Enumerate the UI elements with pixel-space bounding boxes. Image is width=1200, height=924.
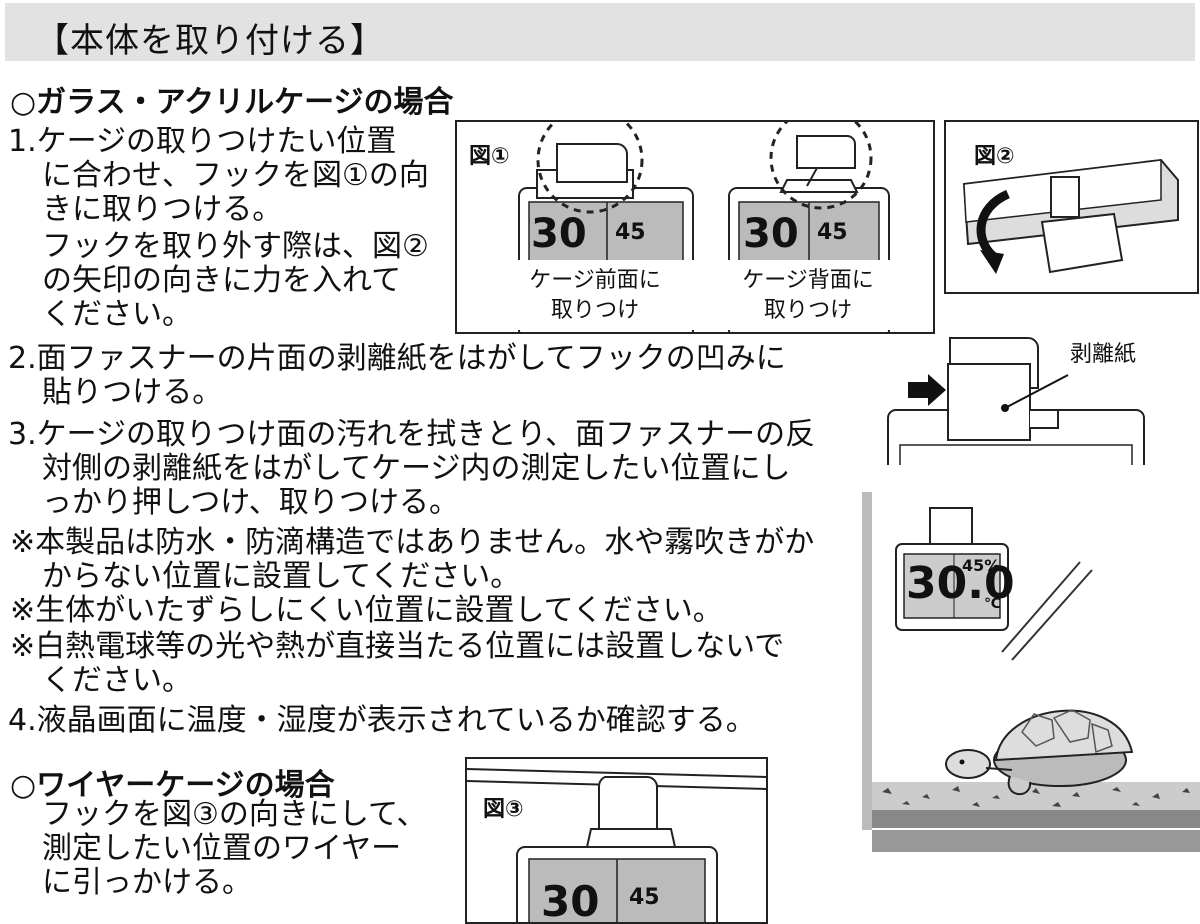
caption-line: ケージ前面に	[529, 268, 661, 293]
note-line: ください。	[42, 663, 192, 698]
step-1-line: の矢印の向きに力を入れて	[42, 263, 402, 298]
figure-2-illustration	[962, 158, 1179, 274]
fig1-back-temp: 30	[743, 211, 799, 257]
section-header: 【本体を取り付ける】	[5, 3, 1195, 61]
step-1-line: ください。	[42, 297, 192, 332]
wire-cage-heading: ○ワイヤーケージの場合	[10, 768, 335, 803]
figure-3-illustration	[467, 768, 766, 922]
section-title: 【本体を取り付ける】	[35, 21, 385, 61]
step-1-line: 1.ケージの取りつけたい位置	[8, 124, 397, 159]
fig3-temp: 30	[541, 877, 600, 924]
fig1-front-temp: 30	[531, 211, 587, 257]
step-1-line: フックを取り外す際は、図②	[42, 229, 429, 264]
figure-2-label: 図②	[974, 144, 1015, 169]
note-line: ※本製品は防水・防滴構造ではありません。水や霧吹きがか	[10, 525, 815, 560]
terrarium-temp: 30.0	[906, 558, 1015, 609]
step-1-line: に合わせ、フックを図①の向	[42, 158, 429, 193]
step-2-line: 貼りつける。	[42, 375, 223, 410]
caption-line: ケージ背面に	[742, 268, 874, 293]
fig3-hum: 45	[629, 885, 660, 910]
step-3-line: 対側の剥離紙をはがしてケージ内の測定したい位置にし	[42, 451, 791, 486]
note-line: ※生体がいたずらしにくい位置に設置してください。	[10, 593, 723, 628]
note-line: からない位置に設置してください。	[42, 559, 521, 594]
release-paper-illustration	[887, 337, 1145, 465]
figure-1-illustration	[497, 122, 917, 332]
terrarium-temp-unit: ℃	[984, 596, 1001, 612]
wire-line: フックを図③の向きにして、	[42, 797, 427, 832]
fig1-front-hum: 45	[615, 220, 646, 245]
front-mount-caption: ケージ前面に 取りつけ	[512, 266, 678, 326]
step-3-line: 3.ケージの取りつけ面の汚れを拭きとり、面ファスナーの反	[8, 417, 816, 452]
step-3-line: っかり押しつけ、取りつける。	[42, 485, 459, 520]
terrarium-hum-value: 45	[962, 556, 985, 575]
step-2-line: 2.面ファスナーの片面の剥離紙をはがしてフックの凹みに	[8, 341, 786, 376]
terrarium-illustration: 30.0 45% ℃	[862, 492, 1200, 852]
note-line: ※白熱電球等の光や熱が直接当たる位置には設置しないで	[10, 629, 785, 664]
figure-1-label: 図①	[469, 144, 510, 169]
fig1-back-hum: 45	[817, 220, 848, 245]
terrarium-hum-unit: %	[984, 556, 1001, 575]
terrarium-drawing	[862, 492, 1200, 852]
glass-cage-heading: ○ガラス・アクリルケージの場合	[10, 85, 454, 120]
terrarium-hum: 45%	[962, 556, 1000, 575]
figure-3-label: 図③	[483, 797, 524, 822]
release-paper-label: 剥離紙	[1070, 342, 1137, 367]
figure-1: 図① 30 45 30 45 ケージ前面に 取りつけ ケージ背面に 取りつけ	[455, 120, 935, 334]
figure-3: 図③ 30 45	[465, 757, 768, 924]
caption-line: 取りつけ	[763, 298, 853, 323]
wire-line: に引っかける。	[42, 865, 252, 900]
caption-line: 取りつけ	[550, 298, 640, 323]
back-mount-caption: ケージ背面に 取りつけ	[725, 266, 891, 326]
step-4: 4.液晶画面に温度・湿度が表示されているか確認する。	[8, 703, 756, 738]
wire-line: 測定したい位置のワイヤー	[42, 831, 402, 866]
step-1-line: きに取りつける。	[42, 192, 283, 227]
figure-2: 図②	[944, 120, 1199, 294]
